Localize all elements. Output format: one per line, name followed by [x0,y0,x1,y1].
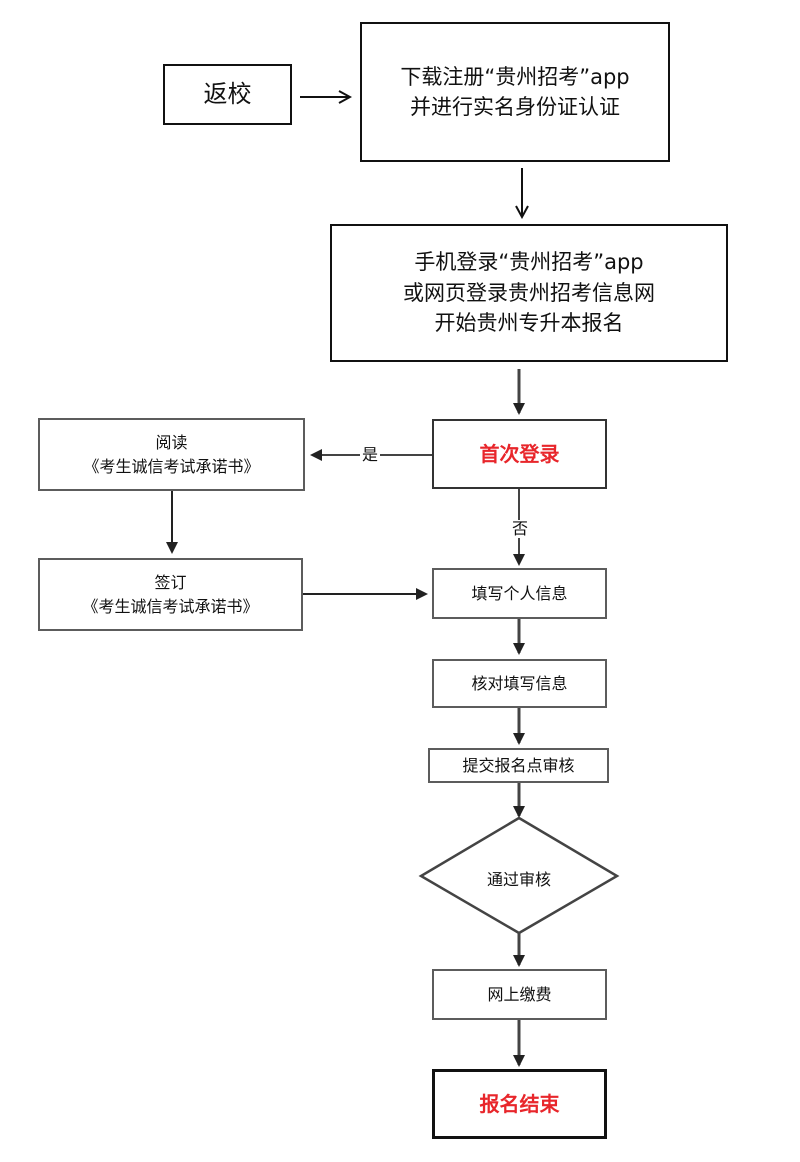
node-login: 手机登录“贵州招考”app 或网页登录贵州招考信息网 开始贵州专升本报名 [330,224,728,362]
node-submit-review: 提交报名点审核 [428,748,609,783]
decision-pass-review-label: 通过审核 [486,870,551,889]
node-read-line-2: 《考生诚信考试承诺书》 [83,456,260,476]
node-check-info: 核对填写信息 [432,659,607,708]
node-read-pledge: 阅读 《考生诚信考试承诺书》 [38,418,305,491]
node-back-to-school-label: 返校 [203,80,252,109]
node-login-line-3: 开始贵州专升本报名 [434,311,624,336]
node-first-login-label: 首次登录 [479,441,560,466]
node-end-label: 报名结束 [479,1091,560,1116]
node-read-line-1: 阅读 [155,433,188,453]
node-login-line-2: 或网页登录贵州招考信息网 [403,280,655,305]
edge-label-yes: 是 [360,445,381,464]
node-submit-label: 提交报名点审核 [462,755,575,775]
node-pay-online: 网上缴费 [432,969,607,1020]
node-first-login: 首次登录 [432,419,607,489]
node-sign-line-2: 《考生诚信考试承诺书》 [82,596,259,616]
node-fill-info-label: 填写个人信息 [471,583,568,603]
node-sign-pledge: 签订 《考生诚信考试承诺书》 [38,558,303,631]
node-login-line-1: 手机登录“贵州招考”app [414,250,644,275]
node-back-to-school: 返校 [163,64,292,125]
node-download-line-1: 下载注册“贵州招考”app [400,64,630,89]
node-sign-line-1: 签订 [154,573,187,593]
node-end: 报名结束 [432,1069,607,1139]
node-download-app: 下载注册“贵州招考”app 并进行实名身份证认证 [360,22,670,162]
node-check-info-label: 核对填写信息 [471,673,568,693]
node-download-line-2: 并进行实名身份证认证 [410,95,620,119]
edge-label-no: 否 [510,519,531,538]
node-pay-label: 网上缴费 [487,984,552,1004]
node-fill-info: 填写个人信息 [432,568,607,619]
